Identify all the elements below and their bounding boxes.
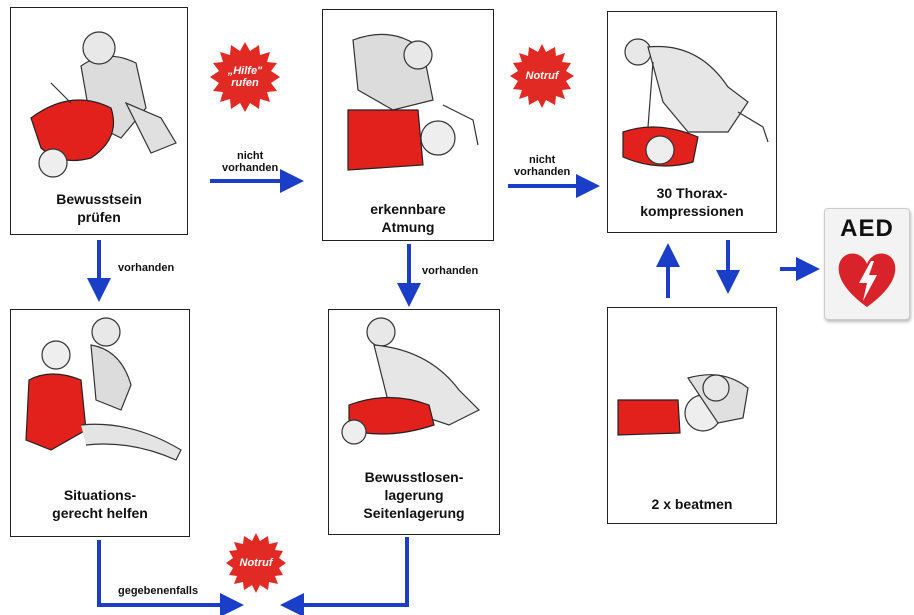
badge-text: Notruf <box>525 70 559 82</box>
step-erkennbare-atmung: erkennbare Atmung <box>322 9 494 241</box>
badge-hilfe-rufen: „Hilfe" rufen <box>210 42 280 112</box>
step-beatmen: 2 x beatmen <box>607 307 777 524</box>
starburst-icon <box>510 44 574 108</box>
aed-title: AED <box>840 215 894 242</box>
aed-heart-icon <box>838 253 896 307</box>
step-caption: 30 Thorax- kompressionen <box>640 185 744 219</box>
situational-help-illustration <box>25 317 182 461</box>
badge-notruf: Notruf <box>226 533 286 593</box>
label-vorhanden: vorhanden <box>422 265 479 277</box>
step-caption: erkennbare Atmung <box>370 201 446 235</box>
consciousness-check-illustration <box>30 31 177 178</box>
step-situationsgerecht-helfen: Situations- gerecht helfen <box>10 309 190 537</box>
label-nicht-vorhanden: nicht vorhanden <box>222 150 279 174</box>
label-gegebenenfalls: gegebenenfalls <box>118 585 199 597</box>
step-thoraxkompressionen: 30 Thorax- kompressionen <box>607 11 777 233</box>
badge-text: „Hilfe" rufen <box>227 65 263 89</box>
step-bewusstsein-pruefen: Bewusstsein prüfen <box>10 7 188 235</box>
step-caption: 2 x beatmen <box>651 496 733 512</box>
arrow-lagerung-to-notruf <box>280 537 409 615</box>
badge-text: Notruf <box>239 557 273 569</box>
rescue-breathing-illustration <box>617 374 749 436</box>
aed-sign: AED <box>824 208 910 320</box>
label-nicht-vorhanden: nicht vorhanden <box>514 154 571 178</box>
chest-compression-illustration <box>622 38 769 167</box>
step-caption: Bewusstsein prüfen <box>56 191 142 225</box>
step-caption: Bewusstlosen- lagerung Seitenlagerung <box>363 469 465 521</box>
breathing-check-illustration <box>347 33 479 171</box>
starburst-icon <box>226 533 286 593</box>
label-vorhanden: vorhanden <box>118 262 175 274</box>
starburst-icon <box>210 42 280 112</box>
step-caption: Situations- gerecht helfen <box>52 487 148 521</box>
step-bewusstlosenlagerung: Bewusstlosen- lagerung Seitenlagerung <box>328 309 500 535</box>
recovery-position-illustration <box>341 317 481 445</box>
badge-notruf: Notruf <box>510 44 574 108</box>
arrow-situation-to-notruf <box>97 540 244 615</box>
